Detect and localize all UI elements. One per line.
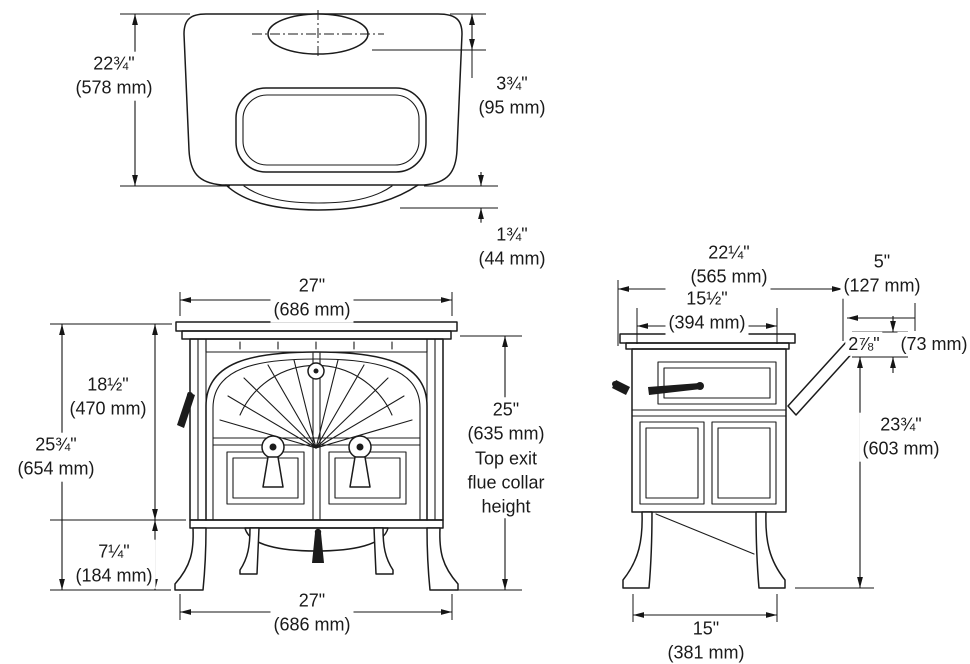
griddle-inner: [242, 94, 420, 166]
dim-overall-depth: 22¼" (565 mm): [687, 240, 771, 290]
front-top-plate: [175, 321, 458, 332]
front-right-leg: [426, 527, 459, 591]
latch-pendant: [312, 528, 324, 563]
side-body: [631, 348, 787, 513]
top-view-body: [183, 13, 463, 186]
dim-front-width-top: 27" (686 mm): [270, 273, 354, 323]
dim-top-depth-side: 15½" (394 mm): [665, 286, 749, 336]
side-lower-panel-front: [639, 421, 705, 505]
dim-rear-exit-offset-in: 2⅞": [845, 331, 883, 357]
dim-flue-collar-height: 25" (635 mm) Top exit flue collar height: [464, 397, 548, 519]
side-rear-leg: [755, 511, 786, 589]
bottom-shield-edge: [655, 513, 755, 555]
left-door-handle: [261, 435, 285, 488]
top-view: [183, 10, 463, 211]
front-left-leg: [174, 527, 207, 591]
rear-left-leg: [239, 527, 260, 575]
rear-right-leg: [373, 527, 394, 575]
dim-rear-clearance: 5" (127 mm): [840, 249, 924, 299]
dim-leg-height: 7¼" (184 mm): [72, 539, 156, 589]
right-door-handle: [348, 435, 372, 488]
side-upper-panel: [657, 361, 777, 405]
dim-base-lip: 1¾" (44 mm): [475, 222, 549, 272]
side-top-plate: [619, 333, 796, 344]
side-front-leg: [622, 511, 653, 589]
side-lower-panel-rear: [711, 421, 777, 505]
door-arch-inner: [212, 358, 421, 521]
dim-flue-offset: 3¾" (95 mm): [475, 71, 549, 121]
damper-lever: [648, 383, 701, 395]
griddle-outer: [235, 87, 427, 173]
door-arch-outer: [205, 351, 428, 521]
front-side-lever: [177, 392, 195, 428]
dim-front-width-bottom: 27" (686 mm): [270, 588, 354, 638]
dim-top-depth: 22¾" (578 mm): [72, 51, 156, 101]
base-skirt: [225, 184, 419, 211]
dim-firebox-height: 18½" (470 mm): [66, 372, 150, 422]
side-view: [612, 333, 857, 589]
front-view: [174, 321, 459, 591]
dim-rear-exit-height: 23¾" (603 mm): [859, 412, 943, 462]
dim-rear-exit-offset-mm: (73 mm): [897, 331, 970, 357]
dim-leg-span-side: 15" (381 mm): [664, 616, 748, 664]
dim-overall-height: 25¾" (654 mm): [14, 432, 98, 482]
